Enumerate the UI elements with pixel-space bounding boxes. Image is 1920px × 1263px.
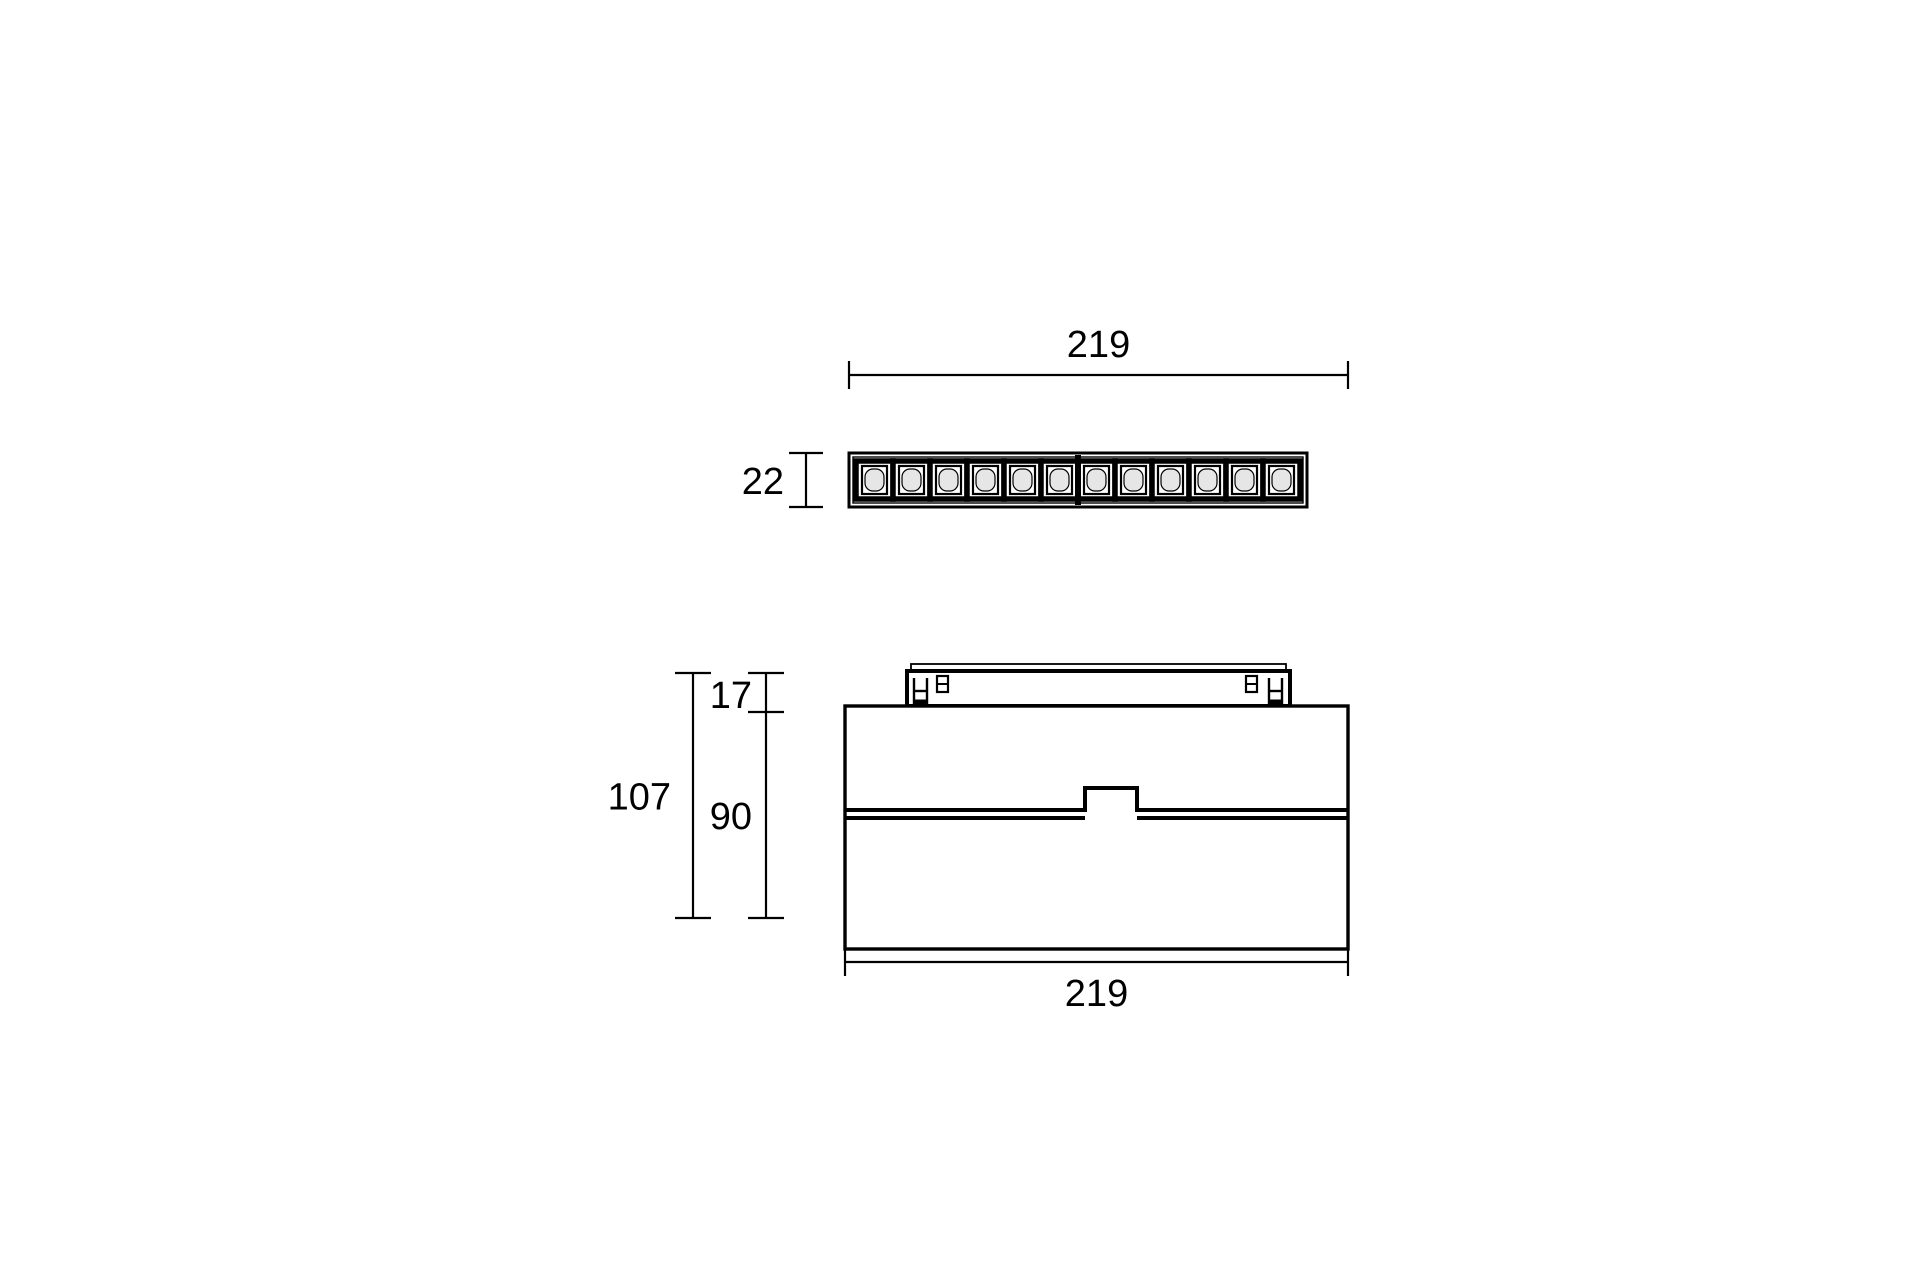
led-cell — [890, 458, 933, 502]
led-cell — [1075, 458, 1118, 502]
led-cell — [1186, 458, 1229, 502]
led-reflector-aperture — [1197, 468, 1218, 492]
dimension-total-height: 107 — [608, 671, 711, 920]
led-cell — [1038, 458, 1081, 502]
dimension-body-height: 90 — [710, 712, 784, 920]
led-reflector-aperture — [1123, 468, 1144, 492]
led-reflector-aperture — [1049, 468, 1070, 492]
dimension-label-top-width: 219 — [1067, 324, 1130, 366]
dimension-top-width: 219 — [847, 324, 1350, 389]
dimension-label-array-height: 22 — [742, 461, 784, 503]
led-reflector-aperture — [901, 468, 922, 492]
led-reflector-aperture — [1012, 468, 1033, 492]
housing-body-outline — [843, 704, 1350, 951]
bracket-contact-pin — [912, 678, 929, 707]
led-cell — [1112, 458, 1155, 502]
dimension-bottom-width: 219 — [843, 948, 1350, 1015]
led-reflector-aperture — [975, 468, 996, 492]
housing-divider-upper-with-notch — [845, 786, 1348, 812]
bracket-body — [905, 669, 1292, 708]
dimension-bracket-height: 17 — [710, 671, 784, 717]
led-cell — [853, 458, 896, 502]
led-cell — [1001, 458, 1044, 502]
led-cell — [1223, 458, 1266, 502]
led-cell — [1260, 458, 1303, 502]
front-view-led-array — [847, 451, 1309, 509]
led-cell — [964, 458, 1007, 502]
dimension-array-height: 22 — [742, 451, 823, 509]
bracket-terminal-block — [1244, 674, 1259, 694]
led-reflector-aperture — [1086, 468, 1107, 492]
bracket-terminal-block — [935, 674, 950, 694]
led-reflector-aperture — [1160, 468, 1181, 492]
side-view-housing — [843, 663, 1350, 951]
led-reflector-aperture — [864, 468, 885, 492]
dimension-label-bracket-height: 17 — [710, 675, 752, 717]
dimension-label-bottom-width: 219 — [1065, 973, 1128, 1015]
led-reflector-aperture — [1271, 468, 1292, 492]
led-reflector-aperture — [1234, 468, 1255, 492]
led-cell — [927, 458, 970, 502]
led-cell — [1149, 458, 1192, 502]
dimension-label-body-height: 90 — [710, 796, 752, 838]
led-reflector-aperture — [938, 468, 959, 492]
dimension-label-total-height: 107 — [608, 777, 671, 819]
bracket-contact-pin — [1267, 678, 1284, 707]
